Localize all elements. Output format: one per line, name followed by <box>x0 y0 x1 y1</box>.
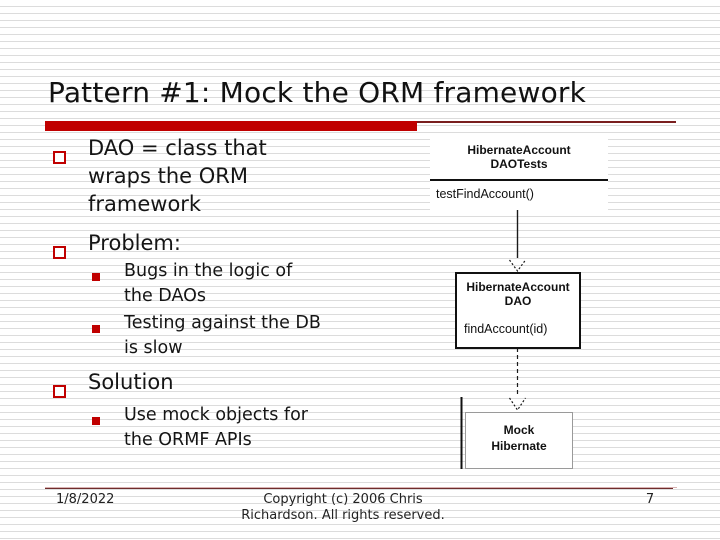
bullet-line: is slow <box>124 338 183 358</box>
bullet-line: DAO = class that <box>88 136 267 160</box>
bullet-item-testing-slow: Testing against the DB is slow <box>0 311 420 361</box>
bullet-line: wraps the ORM <box>88 164 249 188</box>
dependency-arrow-icon <box>509 348 526 412</box>
bullet-item-bugs: Bugs in the logic of the DAOs <box>0 259 420 309</box>
title-underline-bar <box>45 121 417 131</box>
bullet-item-problem: Problem: <box>0 229 420 259</box>
footer-date: 1/8/2022 <box>56 492 115 507</box>
bullet-line: the DAOs <box>124 286 207 306</box>
footer-page-number: 7 <box>645 492 655 507</box>
bullet-square-icon <box>53 246 66 259</box>
sub-bullet-square-icon <box>92 273 100 281</box>
bullet-line: Bugs in the logic of <box>124 261 293 281</box>
uml-box-title: HibernateAccount DAOTests <box>467 143 571 171</box>
uml-box-mock-hibernate: Mock Hibernate <box>465 412 573 469</box>
bullet-square-icon <box>53 151 66 164</box>
bullet-line: Use mock objects for <box>124 405 308 425</box>
bullet-line: Solution <box>88 370 174 394</box>
bullet-item-use-mocks: Use mock objects for the ORMF APIs <box>0 403 420 453</box>
uml-box-member: findAccount(id) <box>464 322 548 336</box>
dependency-arrow-icon <box>509 210 526 273</box>
bullet-item-dao: DAO = class that wraps the ORM framework <box>0 134 420 218</box>
diagram-connectors <box>460 210 526 469</box>
uml-box-member: testFindAccount() <box>436 187 534 201</box>
bullet-item-solution: Solution <box>0 368 420 398</box>
bullet-square-icon <box>53 385 66 398</box>
title-underline-thin <box>417 121 676 123</box>
uml-box-dao: HibernateAccount DAO findAccount(id) <box>455 272 581 349</box>
uml-box-title: HibernateAccount DAO <box>466 280 570 308</box>
bullet-line: Testing against the DB <box>124 313 321 333</box>
footer-separator-highlight <box>45 487 677 488</box>
bullet-line: framework <box>88 192 202 216</box>
footer-copyright: Copyright (c) 2006 Chris Richardson. All… <box>241 492 445 523</box>
page-title: Pattern #1: Mock the ORM framework <box>48 76 587 109</box>
uml-box-dao-tests: HibernateAccount DAOTests testFindAccoun… <box>430 137 608 210</box>
uml-box-separator <box>430 179 608 181</box>
sub-bullet-square-icon <box>92 325 100 333</box>
bullet-line: Problem: <box>88 231 181 255</box>
uml-box-title: Mock Hibernate <box>491 423 547 453</box>
footer-separator <box>45 488 673 489</box>
bullet-line: the ORMF APIs <box>124 430 252 450</box>
sub-bullet-square-icon <box>92 417 100 425</box>
